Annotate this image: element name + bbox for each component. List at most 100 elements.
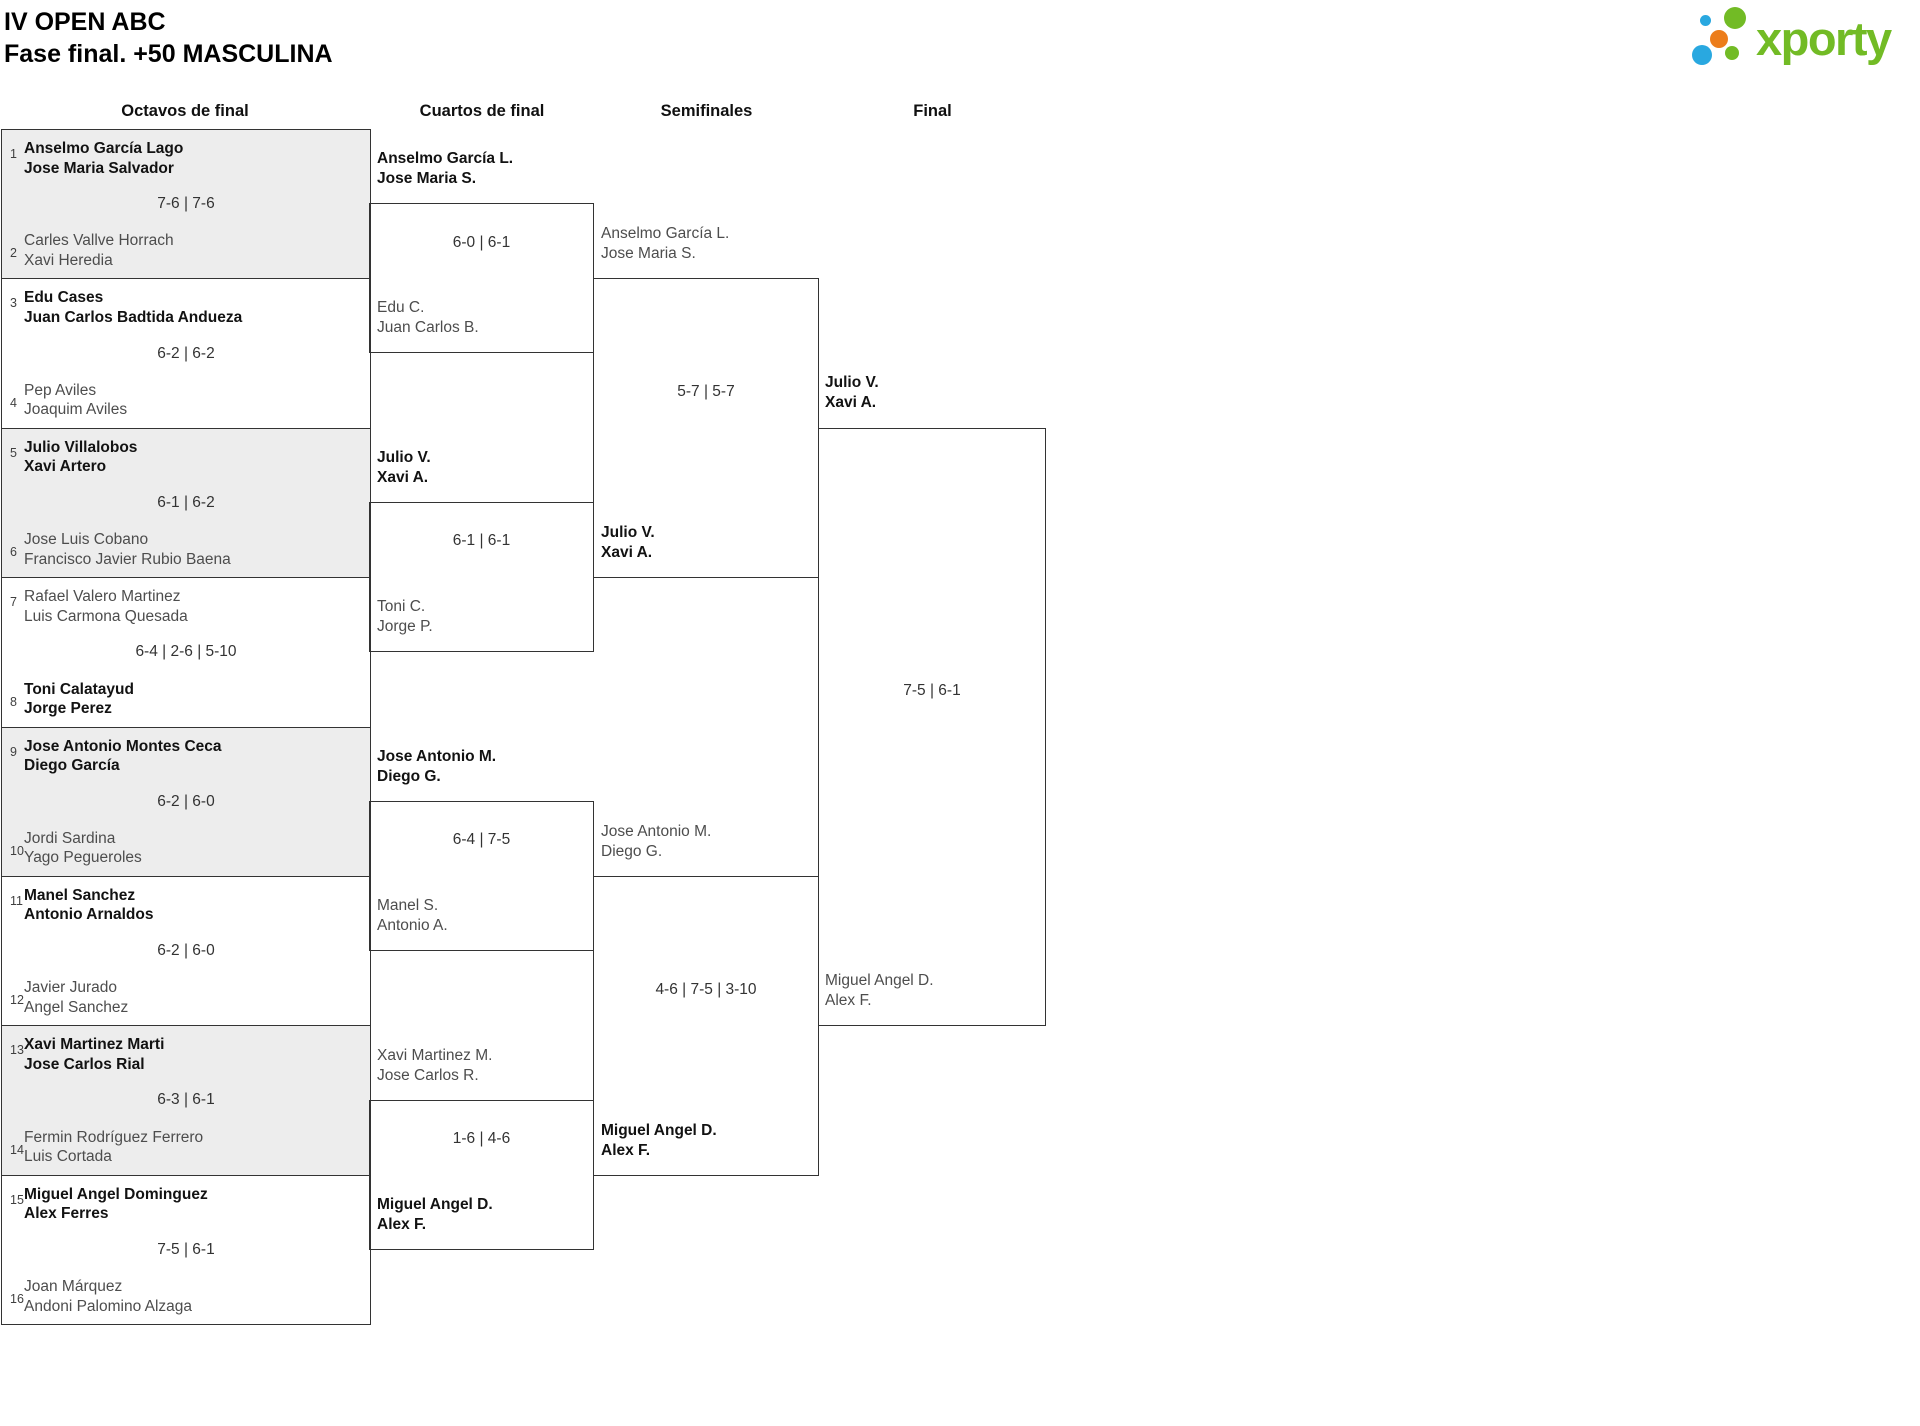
team-pair: Joan Márquez Andoni Palomino Alzaga [24, 1277, 192, 1316]
player-name: Javier Jurado [24, 979, 118, 997]
tournament-phase: Fase final. +50 MASCULINA [4, 40, 333, 68]
team-pair: Toni Calatayud Jorge Perez [24, 680, 134, 719]
player-name: Carles Vallve Horrach [24, 232, 174, 250]
match-score: 6-2 | 6-2 [157, 344, 215, 362]
logo-dot-orange [1710, 30, 1728, 48]
team-pair: Xavi Martinez Marti Jose Carlos Rial [24, 1035, 164, 1074]
match-score: 6-4 | 2-6 | 5-10 [135, 643, 237, 661]
player-name: Juan Carlos B. [377, 319, 479, 336]
player-name: Miguel Angel D. [377, 1196, 493, 1213]
player-name: Edu Cases [24, 289, 104, 307]
r16-match-8: 15 Miguel Angel Dominguez Alex Ferres 7-… [2, 1175, 370, 1324]
team-pair: Miguel Angel Dominguez Alex Ferres [24, 1185, 208, 1224]
r16-match-7: 13 Xavi Martinez Marti Jose Carlos Rial … [2, 1026, 370, 1176]
logo-dot-green-small [1725, 46, 1739, 60]
player-name: Jorge P. [377, 618, 433, 635]
sf1-score: 5-7 | 5-7 [677, 383, 735, 400]
team-pair: Jose Antonio Montes Ceca Diego García [24, 737, 222, 776]
player-name: Antonio A. [377, 917, 448, 934]
team-pair: Carles Vallve Horrach Xavi Heredia [24, 231, 174, 270]
r16-match-6: 11 Manel Sanchez Antonio Arnaldos 6-2 | … [2, 876, 370, 1027]
player-name: Jose Antonio M. [377, 748, 497, 765]
sf1-top-team: Anselmo García L. Jose Maria S. [601, 224, 729, 264]
qf3-bottom-team: Manel S. Antonio A. [377, 896, 448, 936]
r16-match-4: 7 Rafael Valero Martinez Luis Carmona Qu… [2, 578, 370, 728]
tournament-title: IV OPEN ABC Fase final. +50 MASCULINA [4, 6, 333, 70]
player-name: Jose Maria S. [377, 170, 477, 187]
match-score: 6-1 | 6-2 [157, 493, 215, 511]
team-pair: Jordi Sardina Yago Pegueroles [24, 829, 142, 868]
player-name: Diego G. [601, 843, 663, 860]
player-name: Jose Carlos Rial [24, 1055, 145, 1073]
team-pair: Manel Sanchez Antonio Arnaldos [24, 886, 153, 925]
match-score: 6-2 | 6-0 [157, 792, 215, 810]
player-name: Xavi Artero [24, 458, 107, 476]
player-name: Anselmo García L. [601, 225, 730, 242]
qf1-score: 6-0 | 6-1 [452, 234, 511, 251]
r16-match-3: 5 Julio Villalobos Xavi Artero 6-1 | 6-2… [2, 428, 370, 579]
player-name: Joaquim Aviles [24, 401, 128, 419]
player-name: Andoni Palomino Alzaga [24, 1297, 193, 1315]
player-name: Xavi Martinez M. [377, 1047, 493, 1064]
r16-match-5: 9 Jose Antonio Montes Ceca Diego García … [2, 727, 370, 877]
qf2-top-team: Julio V. Xavi A. [377, 448, 431, 488]
player-name: Diego G. [377, 768, 441, 785]
team-pair: Fermin Rodríguez Ferrero Luis Cortada [24, 1128, 203, 1167]
player-name: Pep Aviles [24, 381, 97, 399]
final-bottom-team: Miguel Angel D. Alex F. [825, 971, 934, 1011]
seed-number: 14 [10, 1142, 24, 1157]
sf1-bottom-team: Julio V. Xavi A. [601, 523, 655, 563]
seed-number: 11 [10, 893, 23, 908]
seed-number: 15 [10, 1192, 24, 1207]
player-name: Alex F. [825, 992, 872, 1009]
player-name: Antonio Arnaldos [24, 906, 154, 924]
seed-number: 9 [10, 744, 17, 759]
sf2-top-team: Jose Antonio M. Diego G. [601, 822, 711, 862]
player-name: Julio V. [825, 374, 879, 391]
logo-dot-green-large [1724, 7, 1746, 29]
seed-number: 6 [10, 545, 17, 560]
final-match-box [818, 428, 1046, 1026]
player-name: Manel Sanchez [24, 886, 136, 904]
player-name: Jose Maria Salvador [24, 159, 174, 177]
team-pair: Julio Villalobos Xavi Artero [24, 438, 137, 477]
player-name: Xavi A. [377, 469, 429, 486]
final-top-team: Julio V. Xavi A. [825, 373, 879, 413]
seed-number: 3 [10, 296, 17, 311]
player-name: Toni Calatayud [24, 680, 134, 698]
player-name: Miguel Angel D. [825, 972, 934, 989]
player-name: Toni C. [377, 598, 426, 615]
qf3-top-team: Jose Antonio M. Diego G. [377, 747, 496, 787]
player-name: Diego García [24, 757, 120, 774]
logo-wordmark: xporty [1756, 12, 1892, 65]
player-name: Alex Ferres [24, 1205, 109, 1223]
player-name: Fermin Rodríguez Ferrero [24, 1128, 204, 1146]
player-name: Juan Carlos Badtida Andueza [24, 308, 243, 326]
player-name: Edu C. [377, 299, 425, 316]
player-name: Julio Villalobos [24, 438, 138, 456]
player-name: Anselmo García Lago [24, 140, 184, 157]
player-name: Jose Antonio Montes Ceca [24, 737, 222, 755]
qf4-bottom-team: Miguel Angel D. Alex F. [377, 1195, 493, 1235]
qf2-bottom-team: Toni C. Jorge P. [377, 597, 433, 637]
player-name: Manel S. [377, 897, 439, 914]
player-name: Anselmo García L. [377, 150, 514, 167]
player-name: Jorge Perez [24, 700, 112, 717]
logo-dot-blue-small [1700, 15, 1711, 26]
seed-number: 4 [10, 395, 17, 410]
player-name: Yago Pegueroles [24, 849, 142, 867]
player-name: Xavi Martinez Marti [24, 1036, 165, 1054]
round-header-semifinales: Semifinales [660, 102, 753, 120]
player-name: Miguel Angel D. [601, 1122, 717, 1139]
match-score: 7-5 | 6-1 [157, 1240, 215, 1258]
r16-match-2: 3 Edu Cases Juan Carlos Badtida Andueza … [2, 279, 370, 429]
qf2-score: 6-1 | 6-1 [452, 532, 511, 549]
team-pair: Javier Jurado Angel Sanchez [24, 978, 128, 1017]
match-score: 7-6 | 7-6 [157, 195, 215, 213]
player-name: Rafael Valero Martinez [24, 588, 181, 606]
match-score: 6-2 | 6-0 [157, 942, 215, 960]
team-pair: Rafael Valero Martinez Luis Carmona Ques… [24, 587, 188, 626]
qf1-top-team: Anselmo García L. Jose Maria S. [377, 149, 513, 189]
seed-number: 5 [10, 445, 17, 460]
player-name: Julio V. [377, 449, 431, 466]
